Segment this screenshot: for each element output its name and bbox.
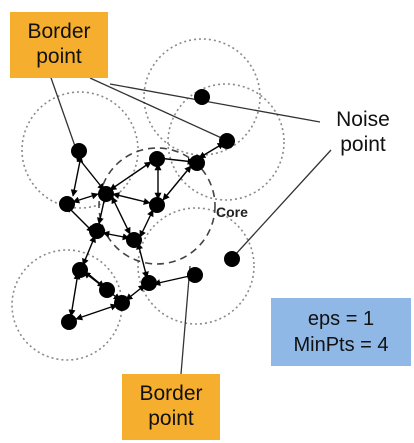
border-point [61, 314, 77, 330]
edge [82, 235, 96, 266]
callout-line-border-top [49, 74, 77, 150]
border-point-label-top-line2: point [36, 45, 82, 68]
edge [72, 192, 99, 204]
edge [136, 242, 149, 279]
edge [112, 192, 151, 205]
callout-line-noise-1 [89, 77, 227, 141]
core-point [99, 282, 115, 298]
eps-circle-lower-right [137, 207, 255, 325]
data-points [59, 89, 240, 330]
core-point [98, 186, 114, 202]
edge [75, 303, 118, 321]
noise-point-label-line2: point [340, 132, 386, 156]
border-point-label-bottom-line2: point [148, 407, 194, 430]
core-point [126, 232, 142, 248]
border-point-label-top-line1: Border [27, 20, 91, 44]
noise-point [194, 89, 210, 105]
callout-line-border-bottom [180, 265, 191, 375]
core-point [59, 196, 75, 212]
edge [70, 155, 84, 197]
parameters-box: eps = 1 MinPts = 4 [271, 298, 411, 366]
callout-line-noise-2 [109, 83, 321, 123]
noise-point-label: Noise point [324, 108, 402, 158]
core-point [141, 275, 157, 291]
edge [68, 272, 81, 317]
border-point-label-bottom: Border point [122, 374, 220, 440]
core-point [72, 262, 88, 278]
edge [162, 165, 192, 201]
minpts-value: MinPts = 4 [293, 334, 389, 356]
eps-circle-right-noise [167, 83, 285, 201]
eps-value: eps = 1 [307, 308, 375, 330]
eps-circles [11, 38, 285, 361]
core-point [114, 295, 130, 311]
border-point [71, 143, 87, 159]
core-point [149, 197, 165, 213]
noise-point [224, 251, 240, 267]
core-point [149, 151, 165, 167]
border-point [187, 267, 203, 283]
edge [111, 196, 131, 235]
edge [198, 142, 225, 159]
edge [139, 209, 154, 238]
border-point-label-top: Border point [10, 12, 108, 78]
edge [125, 284, 146, 301]
noise-point-label-line1: Noise [336, 108, 390, 131]
edge [109, 161, 152, 191]
core-point [89, 223, 105, 239]
core-label: Core [216, 204, 248, 220]
callout-lines [49, 74, 332, 375]
edge [102, 230, 130, 241]
eps-circle-bottom-left [11, 249, 123, 361]
callout-line-noise-3 [234, 149, 332, 256]
border-point-label-bottom-line1: Border [139, 382, 203, 406]
border-point [219, 133, 235, 149]
core-point [189, 155, 205, 171]
